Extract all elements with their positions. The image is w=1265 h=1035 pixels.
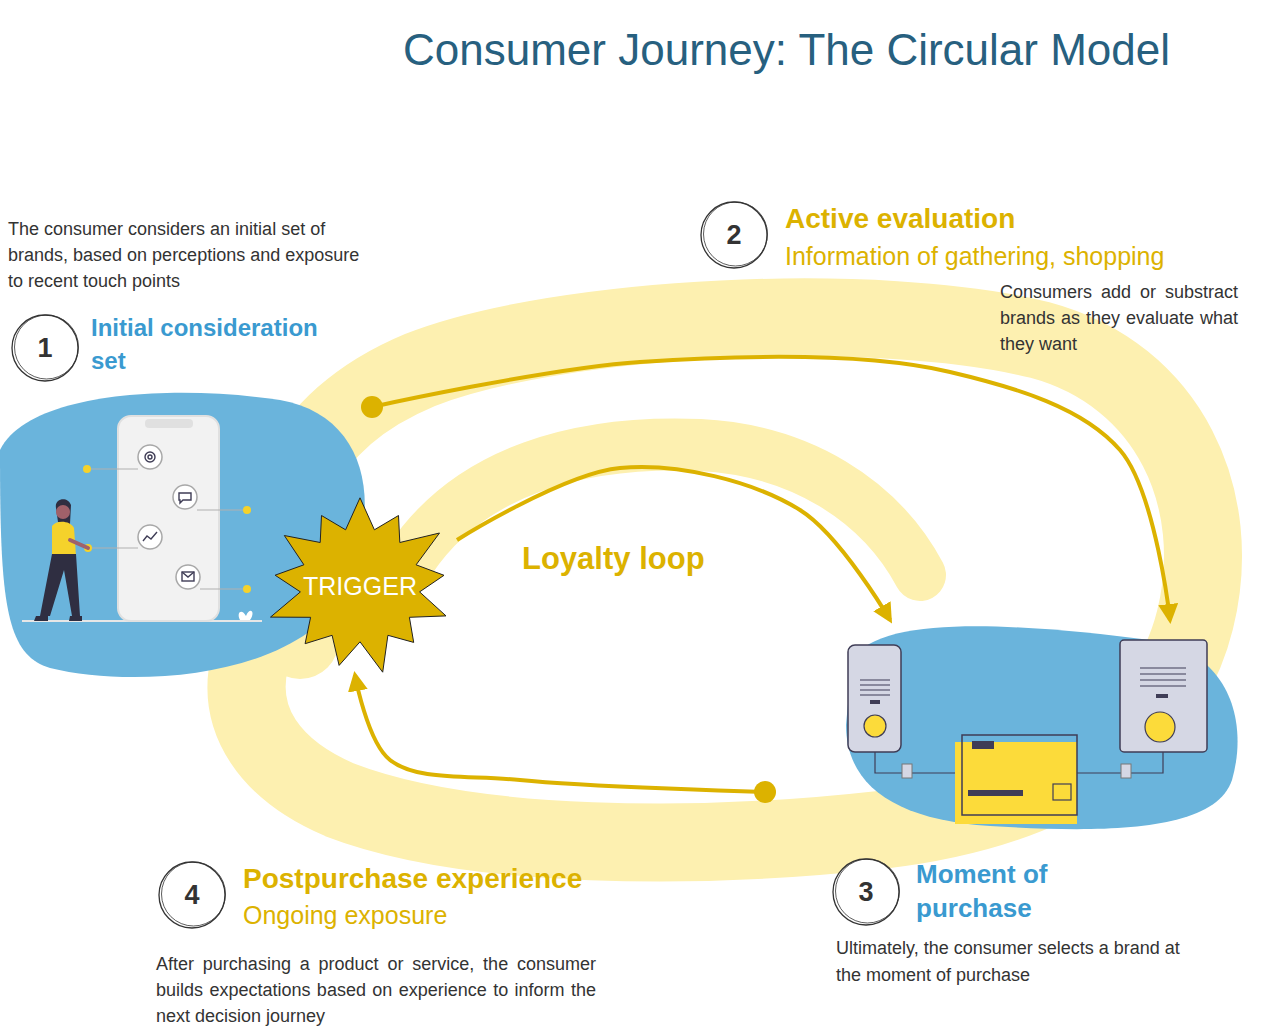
stage-subheading: Information of gathering, shopping [785, 240, 1240, 272]
art-stroke [182, 572, 194, 581]
art-stroke [56, 499, 71, 524]
arrow-start-dot [361, 396, 383, 418]
stage-heading: Moment of purchase [916, 857, 1086, 925]
art-stroke [143, 532, 157, 541]
art-stroke [243, 506, 251, 514]
art-stroke [176, 565, 200, 589]
art-stroke [848, 645, 901, 752]
touch-point-icons [138, 445, 200, 589]
art-stroke [56, 505, 70, 519]
art-stroke [173, 485, 197, 509]
art-stroke [87, 468, 138, 469]
woman-figure [34, 499, 88, 621]
stage-description: The consumer considers an initial set of… [8, 216, 370, 294]
arrow-start-dot [754, 781, 776, 803]
trigger-label: TRIGGER [265, 571, 455, 601]
art-stroke [875, 752, 962, 773]
art-stroke [70, 540, 88, 548]
callout-number: 3 [833, 874, 899, 910]
art-stroke [88, 547, 138, 548]
leader-lines [87, 469, 247, 589]
right-blob [846, 626, 1238, 829]
art-stroke [1121, 764, 1131, 778]
art-stroke [182, 572, 194, 577]
journey-arrow [372, 357, 1170, 620]
art-stroke [902, 764, 912, 778]
loop-band [247, 317, 1203, 842]
stage-description: Consumers add or substract brands as the… [1000, 279, 1238, 357]
number-circle-outline [12, 315, 78, 381]
icon-glyphs [143, 452, 194, 581]
art-stroke [200, 588, 247, 589]
art-stroke [145, 452, 155, 462]
art-stroke [870, 700, 880, 704]
callout-number: 1 [12, 330, 78, 366]
phone-speaker [145, 419, 193, 428]
art-stroke [40, 554, 80, 616]
art-stroke [1145, 712, 1175, 742]
stage-description: After purchasing a product or service, t… [156, 951, 596, 1029]
payment-card [955, 735, 1077, 824]
art-stroke [860, 680, 890, 695]
art-stroke [1120, 640, 1207, 752]
art-stroke [148, 455, 152, 459]
card-terminal-right [1120, 640, 1207, 752]
journey-arrow [457, 467, 890, 620]
callout-number: 4 [159, 877, 225, 913]
art-stroke [138, 445, 162, 469]
stage-subheading: Ongoing exposure [243, 899, 543, 931]
art-stroke [1156, 694, 1168, 698]
card-terminal-left [848, 645, 901, 752]
touch-point-dots [83, 465, 251, 593]
stage-heading: Active evaluation [785, 201, 1235, 237]
art-stroke [968, 790, 1023, 796]
stage-heading: Initial consideration set [91, 311, 341, 377]
title: Consumer Journey: The Circular Model [403, 24, 1170, 77]
journey-arrow [355, 675, 765, 792]
plant [239, 611, 253, 620]
trigger-burst: TRIGGER [265, 495, 457, 675]
stage-description: Ultimately, the consumer selects a brand… [836, 935, 1201, 989]
stage-node: 4 Postpurchase experienceOngoing exposure… [150, 850, 650, 1032]
art-stroke [197, 509, 247, 510]
art-stroke [34, 616, 82, 621]
art-stroke [83, 465, 91, 473]
art-stroke [962, 735, 1077, 815]
outer-band [247, 317, 1203, 842]
art-stroke [864, 715, 886, 737]
art-stroke [1053, 784, 1071, 800]
phone-body [118, 416, 219, 621]
number-circle-outline [159, 862, 225, 928]
art-stroke [243, 585, 251, 593]
art-stroke [1140, 668, 1186, 686]
number-circle-outline [833, 859, 899, 925]
art-stroke [179, 493, 191, 503]
art-stroke [1077, 752, 1163, 773]
callout-number: 2 [701, 217, 767, 253]
art-stroke [138, 525, 162, 549]
number-circle-outline [701, 202, 767, 268]
art-stroke [972, 741, 994, 749]
stage-node: 3 Moment of purchaseUltimately, the consu… [765, 620, 1240, 995]
stage-node: 2 Active evaluationInformation of gatheri… [700, 195, 1245, 363]
stage-heading: Postpurchase experience [243, 861, 648, 897]
art-stroke [955, 742, 1077, 824]
loop-label: Loyalty loop [522, 540, 705, 577]
art-stroke [52, 522, 76, 556]
